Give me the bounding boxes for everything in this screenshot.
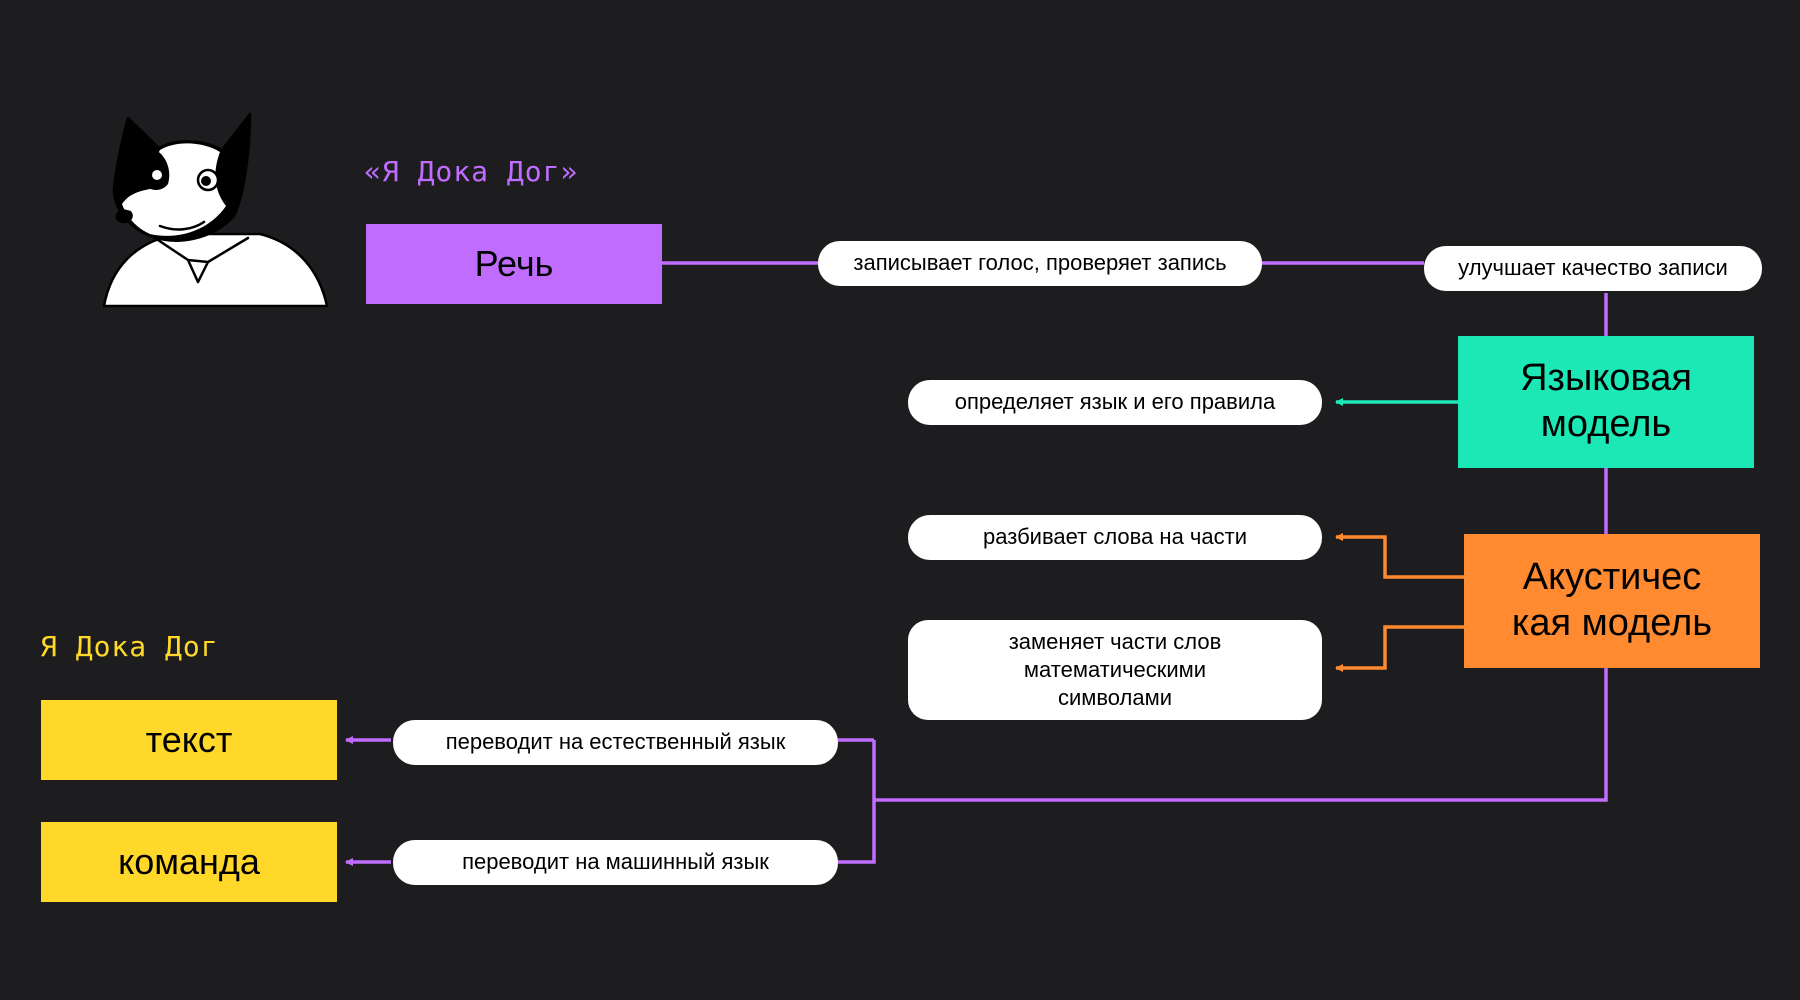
speech-box: Речь bbox=[366, 224, 662, 304]
step-math-symbols: заменяет части слов математическими симв… bbox=[908, 620, 1322, 720]
acoustic-model-box: Акустичес кая модель bbox=[1464, 534, 1760, 668]
language-model-box: Языковая модель bbox=[1458, 336, 1754, 468]
math-symbols-line-1: заменяет части слов bbox=[1008, 628, 1222, 654]
step-natural-language: переводит на естественный язык bbox=[393, 720, 838, 765]
step-enhance-quality: улучшает качество записи bbox=[1424, 246, 1762, 291]
arrow-split-words bbox=[1335, 533, 1464, 579]
step-record-voice: записывает голос, проверяет запись bbox=[818, 241, 1262, 286]
language-model-line-1: Языковая bbox=[1520, 357, 1692, 400]
output-command-box: команда bbox=[41, 822, 337, 902]
dog-mascot-icon bbox=[102, 112, 329, 308]
output-quote: Я Дока Дог bbox=[40, 630, 219, 663]
line-bus-natural bbox=[838, 740, 876, 864]
acoustic-model-line-2: кая модель bbox=[1511, 602, 1713, 644]
arrow-math-symbols bbox=[1335, 625, 1464, 672]
step-machine-language: переводит на машинный язык bbox=[393, 840, 838, 885]
step-split-words: разбивает слова на части bbox=[908, 515, 1322, 560]
line-acoustic-to-outputs bbox=[874, 668, 1608, 802]
math-symbols-line-2: математическими bbox=[1023, 656, 1207, 682]
acoustic-model-line-1: Акустичес bbox=[1522, 556, 1702, 599]
math-symbols-line-3: символами bbox=[1057, 685, 1173, 711]
speaker-quote: «Я Дока Дог» bbox=[364, 155, 579, 188]
step-language-rules: определяет язык и его правила bbox=[908, 380, 1322, 425]
output-text-box: текст bbox=[41, 700, 337, 780]
language-model-line-2: модель bbox=[1540, 403, 1672, 445]
